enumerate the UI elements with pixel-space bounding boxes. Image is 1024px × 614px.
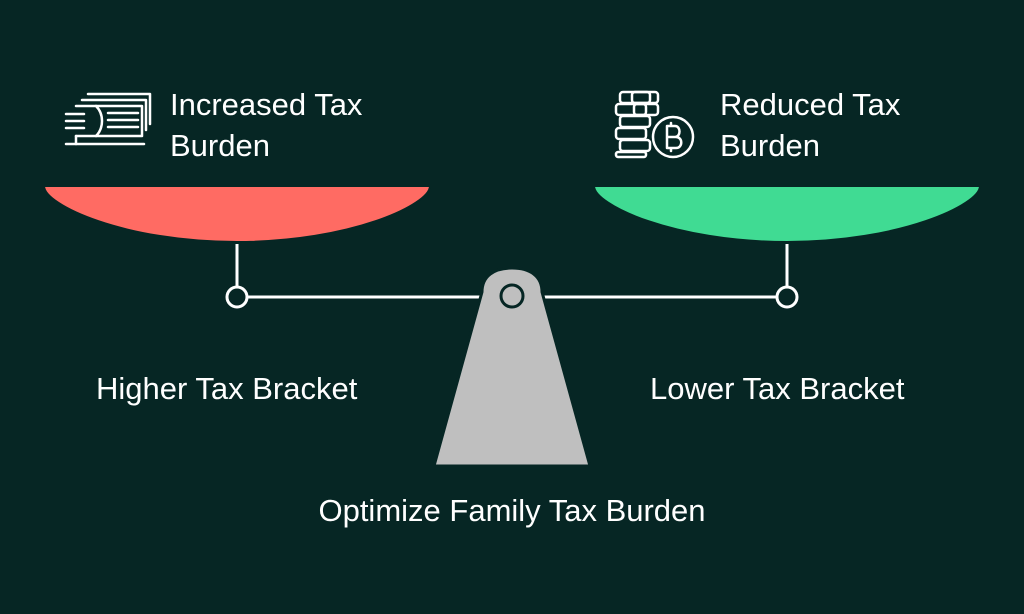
- higher-tax-bracket-label: Higher Tax Bracket: [96, 371, 358, 406]
- optimize-family-tax-burden-label: Optimize Family Tax Burden: [318, 493, 706, 528]
- right-pan: [592, 185, 982, 244]
- bitcoin-coins-icon: [614, 90, 695, 159]
- lower-tax-bracket-label: Lower Tax Bracket: [650, 371, 905, 406]
- reduced-tax-burden-title: Reduced Tax Burden: [720, 84, 900, 166]
- pivot-circle: [499, 283, 525, 309]
- left-pan: [42, 185, 432, 244]
- money-stack-icon: [64, 92, 152, 146]
- left-title-line2: Burden: [170, 128, 270, 163]
- right-joint: [775, 285, 799, 309]
- right-title-line2: Burden: [720, 128, 820, 163]
- increased-tax-burden-title: Increased Tax Burden: [170, 84, 362, 166]
- right-title-line1: Reduced Tax: [720, 87, 901, 122]
- left-title-line1: Increased Tax: [170, 87, 363, 122]
- fulcrum: [432, 266, 592, 468]
- left-joint: [225, 285, 249, 309]
